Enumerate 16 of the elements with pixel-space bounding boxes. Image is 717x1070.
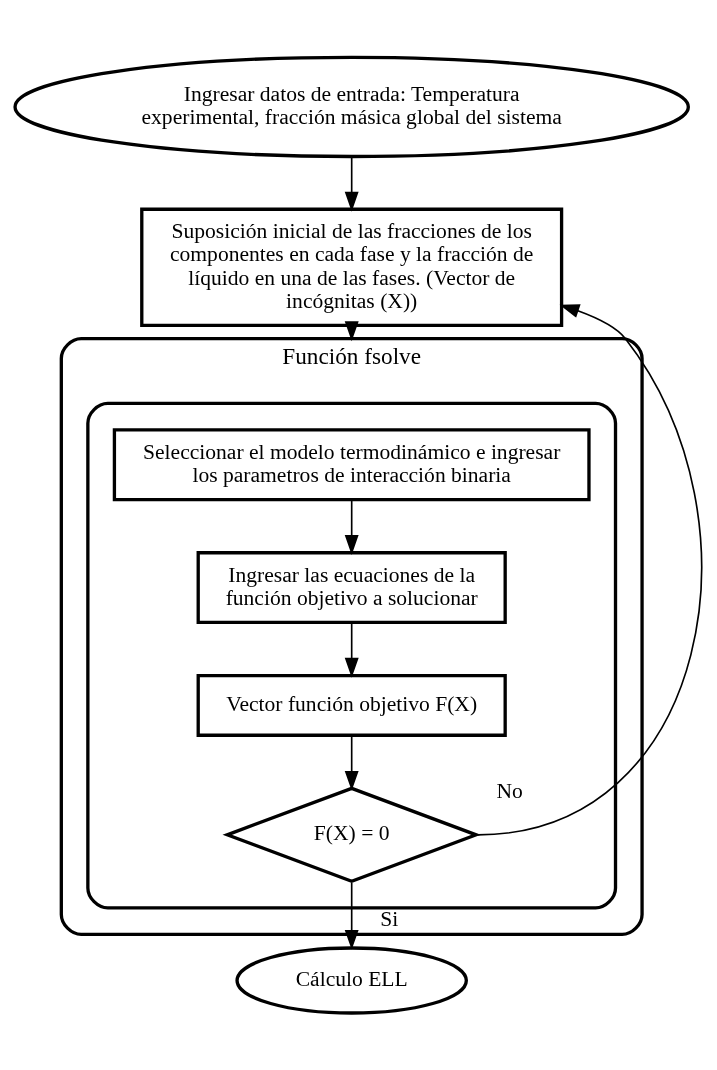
- node-ellipse: Cálculo ELL: [235, 945, 468, 1015]
- arrow: [344, 734, 359, 791]
- node-ellipse: Ingresar datos de entrada: Temperatura experimental, fracción másica global del sistema: [13, 55, 690, 158]
- node-box: Seleccionar el modelo termodinámico e ingresar los parametros de interacción binaria: [112, 427, 591, 501]
- arrow: [344, 320, 359, 341]
- node-box: Ingresar las ecuaciones de la función objetivo a solucionar: [196, 550, 507, 624]
- arrow: [344, 881, 359, 950]
- cluster: [86, 401, 618, 909]
- arrow: [344, 498, 359, 555]
- node-box: Vector función objetivo F(X): [196, 673, 507, 737]
- arrow: [476, 303, 702, 836]
- arrow: [344, 155, 359, 212]
- edge-label: Si: [380, 906, 399, 931]
- edge-label: No: [496, 778, 523, 803]
- arrow: [344, 621, 359, 678]
- node-diamond: F(X) = 0: [222, 786, 481, 883]
